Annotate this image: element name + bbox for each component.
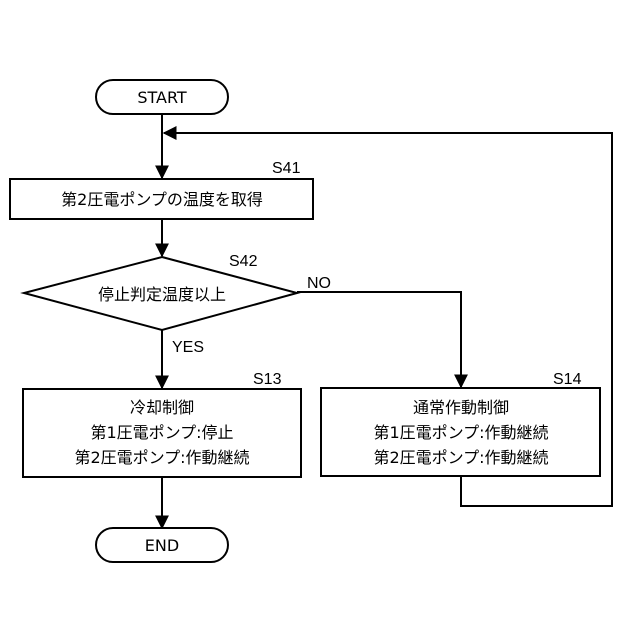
s13-line-2: 第1圧電ポンプ:停止	[90, 423, 233, 442]
step-s13-number: S13	[253, 371, 282, 388]
arrow-s42-no-to-s14	[297, 292, 461, 387]
step-s14-number: S14	[553, 371, 582, 388]
step-s41-number: S41	[272, 160, 301, 177]
start-label: START	[137, 88, 187, 107]
s14-line-2: 第1圧電ポンプ:作動継続	[373, 423, 548, 442]
s14-line-3: 第2圧電ポンプ:作動継続	[373, 448, 548, 467]
s13-line-1: 冷却制御	[130, 398, 194, 417]
end-label: END	[145, 536, 179, 555]
s41-process-text: 第2圧電ポンプの温度を取得	[61, 190, 263, 209]
s42-no-label: NO	[307, 275, 331, 292]
step-s42-number: S42	[229, 253, 258, 270]
s42-decision-text: 停止判定温度以上	[98, 285, 226, 304]
s42-yes-label: YES	[172, 339, 204, 356]
s13-line-3: 第2圧電ポンプ:作動継続	[74, 448, 249, 467]
s14-line-1: 通常作動制御	[413, 398, 509, 417]
